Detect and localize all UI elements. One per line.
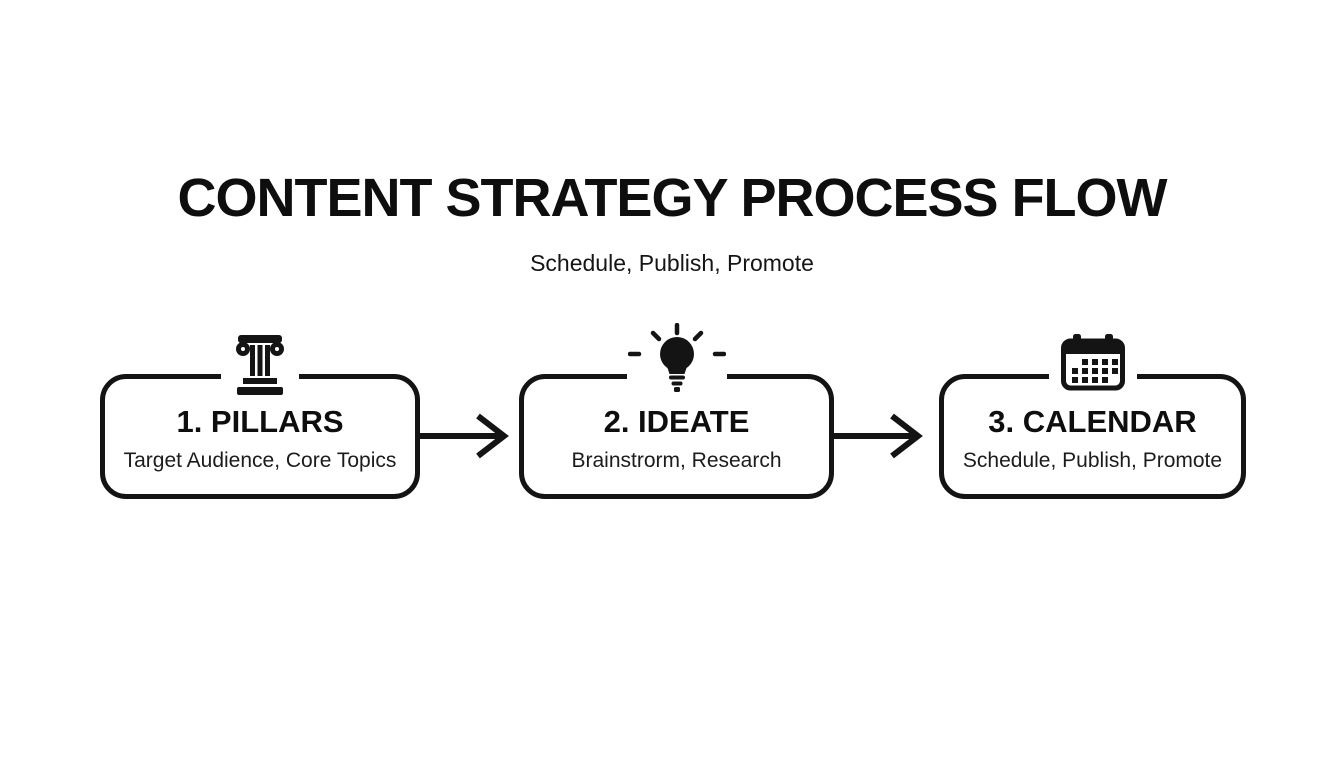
lightbulb-icon [626, 321, 727, 395]
step-title: 3. CALENDAR [988, 404, 1197, 440]
step-subtitle: Target Audience, Core Topics [123, 448, 397, 472]
flow-step-pillars: 1. PILLARS Target Audience, Core Topics [100, 330, 420, 499]
step-subtitle: Brainstrorm, Research [571, 448, 782, 472]
flow-step-ideate: 2. IDEATE Brainstrorm, Research [519, 321, 834, 499]
arrow-right-icon [834, 413, 923, 459]
step-title: 2. IDEATE [603, 404, 750, 440]
calendar-icon [1048, 333, 1137, 392]
arrow-right-icon [420, 413, 509, 459]
diagram-subtitle: Schedule, Publish, Promote [530, 250, 814, 276]
diagram-title: CONTENT STRATEGY PROCESS FLOW [177, 168, 1167, 228]
pillar-icon [221, 330, 299, 395]
step-title: 1. PILLARS [176, 404, 344, 440]
flow-step-calendar: 3. CALENDAR Schedule, Publish, Promote [939, 333, 1246, 499]
step-subtitle: Schedule, Publish, Promote [962, 448, 1223, 472]
